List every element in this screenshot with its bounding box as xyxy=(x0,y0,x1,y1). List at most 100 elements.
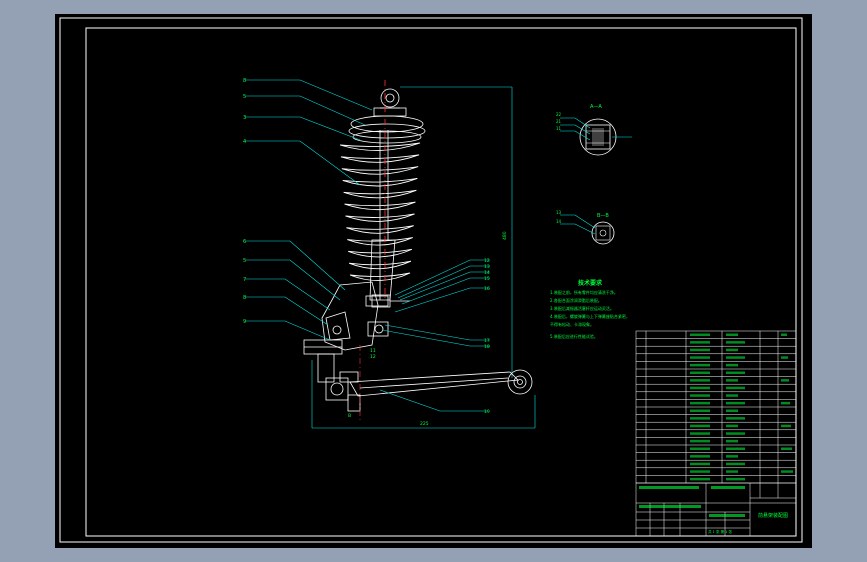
spring-coil-turn xyxy=(347,237,413,246)
spring-coil-turn xyxy=(341,166,419,175)
parts-list-cell-text xyxy=(690,462,710,466)
label-7: 7 xyxy=(243,277,246,283)
dim-vertical: 480 xyxy=(502,231,508,240)
spring-coil-turn xyxy=(342,178,418,187)
parts-list-cell-text xyxy=(726,462,745,466)
parts-list-cell-text xyxy=(726,394,738,397)
parts-list-cell-text xyxy=(726,439,738,443)
parts-list-cell-text xyxy=(781,356,788,359)
right-leaders xyxy=(379,259,490,412)
spring-coil-turn xyxy=(349,272,411,281)
parts-list-cell-text xyxy=(690,333,710,336)
spring-coil-turn xyxy=(343,189,417,199)
parts-list-cell-text xyxy=(781,447,792,450)
parts-list-cell-text xyxy=(726,333,738,336)
parts-list-cell-text xyxy=(781,379,789,382)
label-9: 9 xyxy=(243,319,246,325)
parts-list-cell-text xyxy=(690,379,710,382)
label-8b: 8 xyxy=(243,295,246,301)
label-5b: 5 xyxy=(243,258,246,264)
parts-list-cell-text xyxy=(726,455,738,458)
section-b-label-13: 13 xyxy=(556,210,562,215)
view-label-b: B xyxy=(348,413,351,419)
notes-line-4: 4.装配后，螺旋弹簧与上下弹簧座贴合紧密， xyxy=(550,313,630,319)
label-5a: 5 xyxy=(243,94,246,100)
section-b-view: B—B 13 14 xyxy=(556,210,615,245)
label-19: 19 xyxy=(484,409,490,415)
parts-list-cells xyxy=(690,333,793,481)
parts-list-cell-text xyxy=(726,371,745,374)
technical-notes: 技术要求 1.装配之前，所有零件均应清洗干净。 2.各配合面涂润滑脂后装配。 3… xyxy=(550,279,630,339)
notes-title: 技术要求 xyxy=(578,279,603,287)
parts-list-cell-text xyxy=(726,341,745,344)
label-15: 15 xyxy=(484,276,490,282)
label-13: 13 xyxy=(484,264,490,270)
parts-list-table xyxy=(635,330,797,484)
parts-list-cell-text xyxy=(690,424,710,428)
parts-list-cell-text xyxy=(690,341,710,344)
parts-list-cell-text xyxy=(690,401,710,405)
parts-list-cell-text xyxy=(690,447,710,450)
parts-list-cell-text xyxy=(781,424,791,428)
section-b-label-14: 14 xyxy=(556,219,562,224)
inner-frame xyxy=(85,27,797,537)
parts-list-cell-text xyxy=(781,470,793,473)
parts-list-cell-text xyxy=(781,333,787,336)
parts-list-cell-text xyxy=(690,409,710,412)
parts-list-cell-text xyxy=(690,417,710,420)
notes-line-2: 2.各配合面涂润滑脂后装配。 xyxy=(550,297,602,303)
label-11-bottom: 11 xyxy=(370,348,376,354)
label-14: 14 xyxy=(484,270,490,276)
spring-coil-turn xyxy=(348,260,412,270)
parts-list-cell-text xyxy=(690,394,710,397)
parts-list-cell-text xyxy=(726,379,738,382)
title-block xyxy=(635,482,797,537)
dim-horizontal: 225 xyxy=(420,421,429,427)
parts-list-cell-text xyxy=(690,432,710,435)
parts-list-cell-text xyxy=(726,417,745,420)
label-18: 18 xyxy=(484,344,490,350)
spring-coil-turn xyxy=(345,213,415,222)
parts-list-cell-text xyxy=(726,386,745,390)
label-12-bottom: 12 xyxy=(370,354,376,360)
parts-list-cell-text xyxy=(690,455,710,458)
label-6: 6 xyxy=(243,239,246,245)
parts-list-cell-text xyxy=(726,424,738,428)
parts-list-cell-text xyxy=(726,447,745,450)
label-4: 4 xyxy=(243,139,246,145)
section-a-label-11: 11 xyxy=(556,126,562,131)
notes-line-6: 5.装配后应进行性能试验。 xyxy=(550,333,598,339)
parts-list-cell-text xyxy=(690,439,710,443)
parts-list-cell-text xyxy=(690,371,710,374)
section-b-title: B—B xyxy=(597,213,609,219)
spring-coil-turn xyxy=(346,225,414,234)
parts-list-cell-text xyxy=(726,356,745,359)
label-8a: 8 xyxy=(243,78,246,84)
parts-list-cell-text xyxy=(690,386,710,390)
left-leaders xyxy=(245,79,373,341)
parts-list-cell-text xyxy=(726,477,745,481)
sheet-info: 共 1 张 第 1 张 xyxy=(708,529,733,534)
section-a-title: A—A xyxy=(590,104,602,110)
parts-list-cell-text xyxy=(726,409,738,412)
parts-list-cell-text xyxy=(690,356,710,359)
parts-list-cell-text xyxy=(690,348,710,352)
outer-border xyxy=(59,17,803,543)
section-a-label-22: 22 xyxy=(556,112,562,117)
strut-assembly xyxy=(303,86,536,429)
section-a-label-21: 21 xyxy=(556,119,562,124)
label-12: 12 xyxy=(484,258,490,264)
spring-coil-turn xyxy=(339,142,421,151)
notes-line-5: 不得有松动、卡滞现象。 xyxy=(550,321,594,327)
parts-list-cell-text xyxy=(690,470,710,473)
spring-coil-turn xyxy=(344,201,416,211)
notes-line-1: 1.装配之前，所有零件均应清洗干净。 xyxy=(550,289,618,295)
parts-list-cell-text xyxy=(726,348,738,352)
drawing-name: 前悬架装配图 xyxy=(758,512,788,519)
spring-coil-turn xyxy=(340,154,420,163)
parts-list-cell-text xyxy=(690,477,710,481)
label-3: 3 xyxy=(243,115,246,121)
section-a-view: A—A 22 21 11 xyxy=(556,104,632,156)
coil-spring xyxy=(339,142,421,281)
